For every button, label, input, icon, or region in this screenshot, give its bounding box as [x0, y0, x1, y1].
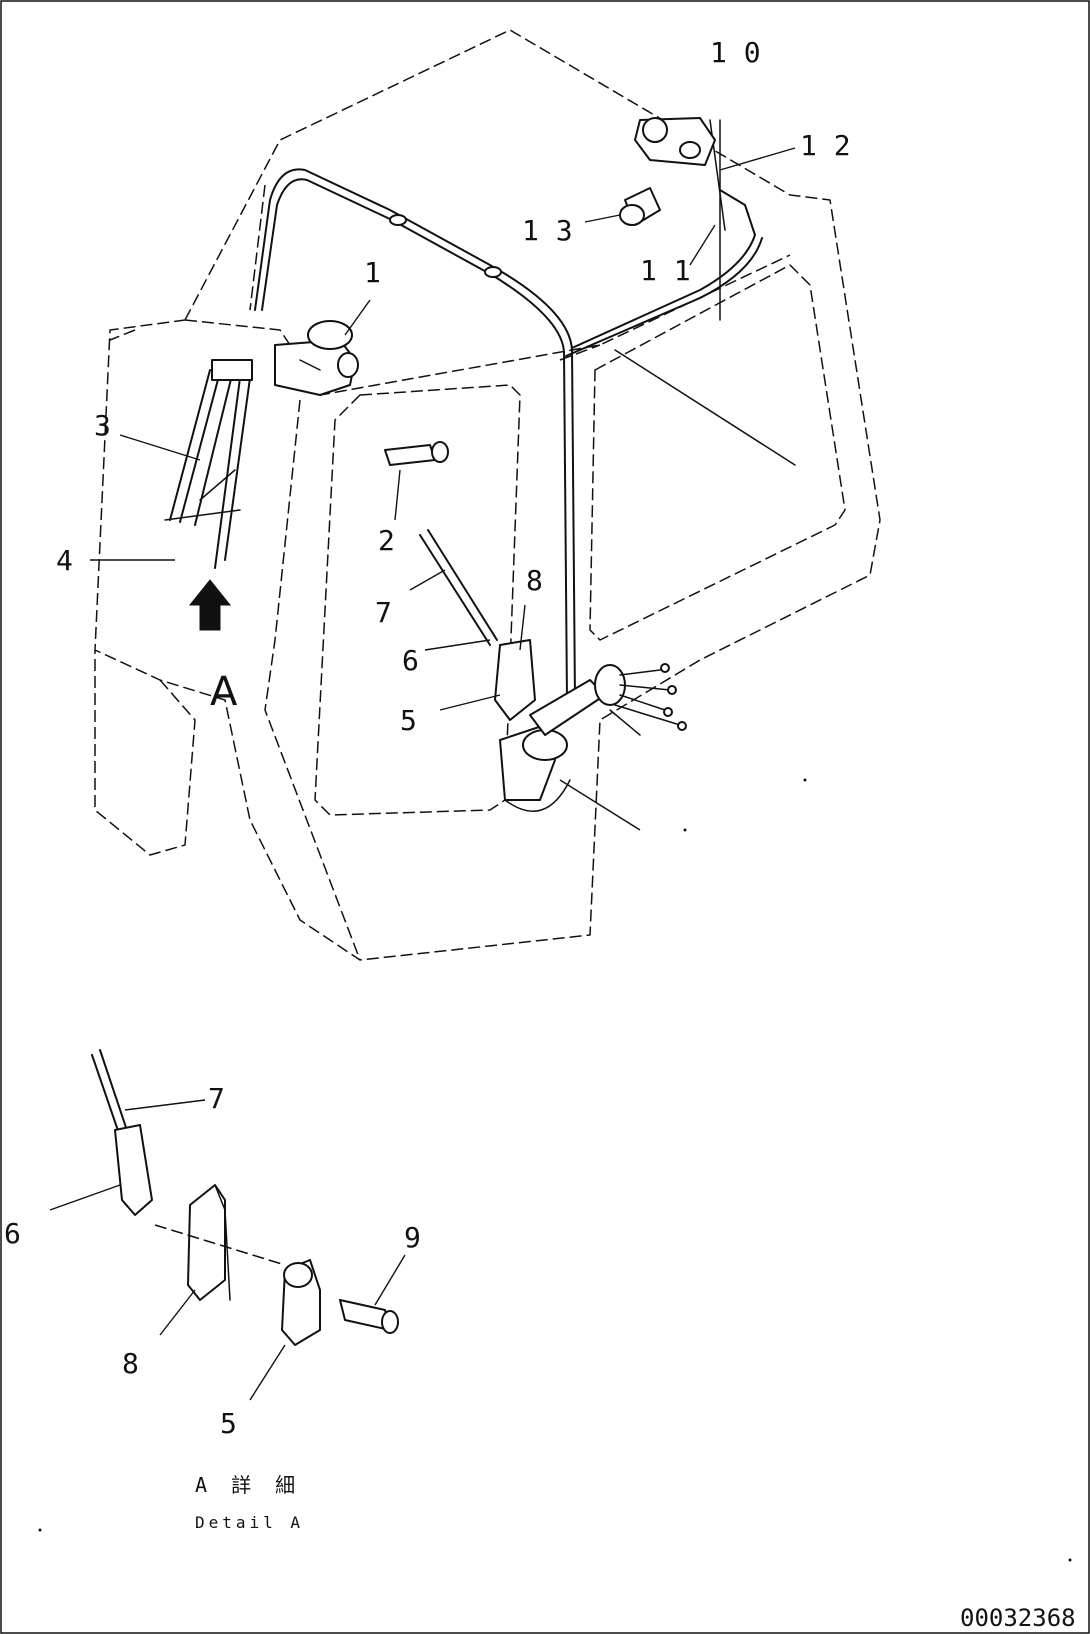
callout-2: 2 [378, 524, 395, 557]
callout-3: 3 [94, 409, 111, 442]
detail-caption-jp: A 詳 細 [195, 1473, 301, 1497]
callout-8: 8 [526, 564, 543, 597]
callout-5: 5 [400, 704, 417, 737]
part-13-bulb [619, 187, 661, 226]
callout-4: 4 [56, 544, 73, 577]
callout-10: 1 0 [710, 36, 761, 69]
callout-12: 1 2 [800, 129, 851, 162]
part-2-connector [384, 441, 449, 466]
detail-callout-5: 5 [220, 1407, 237, 1440]
part-10-12-lamp-bracket [634, 117, 716, 166]
detail-caption-en: Detail A [195, 1513, 304, 1532]
detail-callout-9: 9 [404, 1221, 421, 1254]
wiring-harness [254, 119, 763, 701]
callout-7: 7 [375, 596, 392, 629]
part-1-front-wiper-motor [274, 320, 359, 396]
detail-callout-6: 6 [4, 1217, 21, 1250]
detail-callout-8: 8 [122, 1347, 139, 1380]
callout-6: 6 [402, 644, 419, 677]
detail-a-view [49, 1049, 406, 1401]
detail-callout-7: 7 [208, 1082, 225, 1115]
detail-a-marker: A [210, 669, 238, 715]
detail-a-arrow [188, 579, 232, 631]
part-3-4-front-wiper-arm [164, 359, 253, 569]
cab-outline [94, 29, 881, 961]
callout-13: 1 3 [522, 214, 573, 247]
callout-labels: 1 2 3 4 5 6 7 8 1 0 1 1 1 2 1 3 A 7 6 8 … [4, 36, 1076, 1632]
rear-wiper-assembly [419, 529, 571, 812]
harness-bundle-connector [529, 663, 687, 736]
callout-1: 1 [364, 256, 381, 289]
leader-lines-main [90, 147, 796, 831]
drawing-number: 00032368 [960, 1604, 1076, 1632]
callout-11: 1 1 [640, 254, 691, 287]
